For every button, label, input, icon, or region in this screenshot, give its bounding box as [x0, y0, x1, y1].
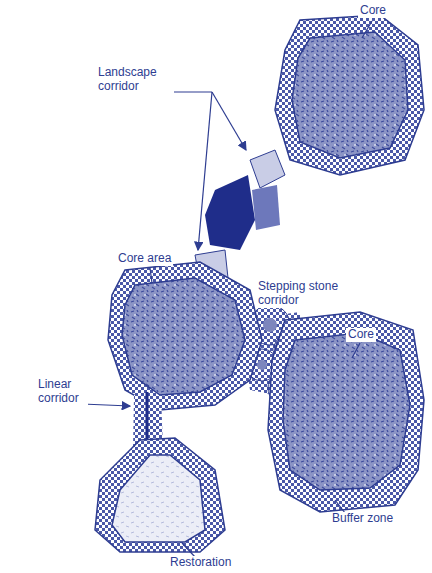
restoration-label: Restoration — [168, 556, 233, 570]
core — [292, 32, 408, 158]
buffer-zone — [275, 15, 424, 175]
core-area — [122, 278, 245, 395]
buffer-zone — [268, 312, 424, 512]
core-label: Core — [346, 328, 376, 342]
buffer-zone — [108, 262, 262, 410]
restoration-area — [112, 455, 205, 542]
corridor-patch — [250, 150, 285, 188]
corridor-label: Linear corridor — [36, 378, 88, 406]
core-label: Core — [358, 4, 388, 18]
corridor-label: Landscape corridor — [96, 66, 174, 94]
leader-lines — [82, 21, 372, 557]
corridor-patch — [205, 175, 255, 250]
buffer-zone-label: Buffer zone — [330, 512, 395, 526]
buffer-zone — [95, 438, 225, 552]
core — [283, 333, 410, 490]
corridor-label: Stepping stone corridor — [256, 280, 360, 308]
corridor-patch — [252, 185, 280, 230]
core-area-label: Core area — [116, 252, 173, 266]
